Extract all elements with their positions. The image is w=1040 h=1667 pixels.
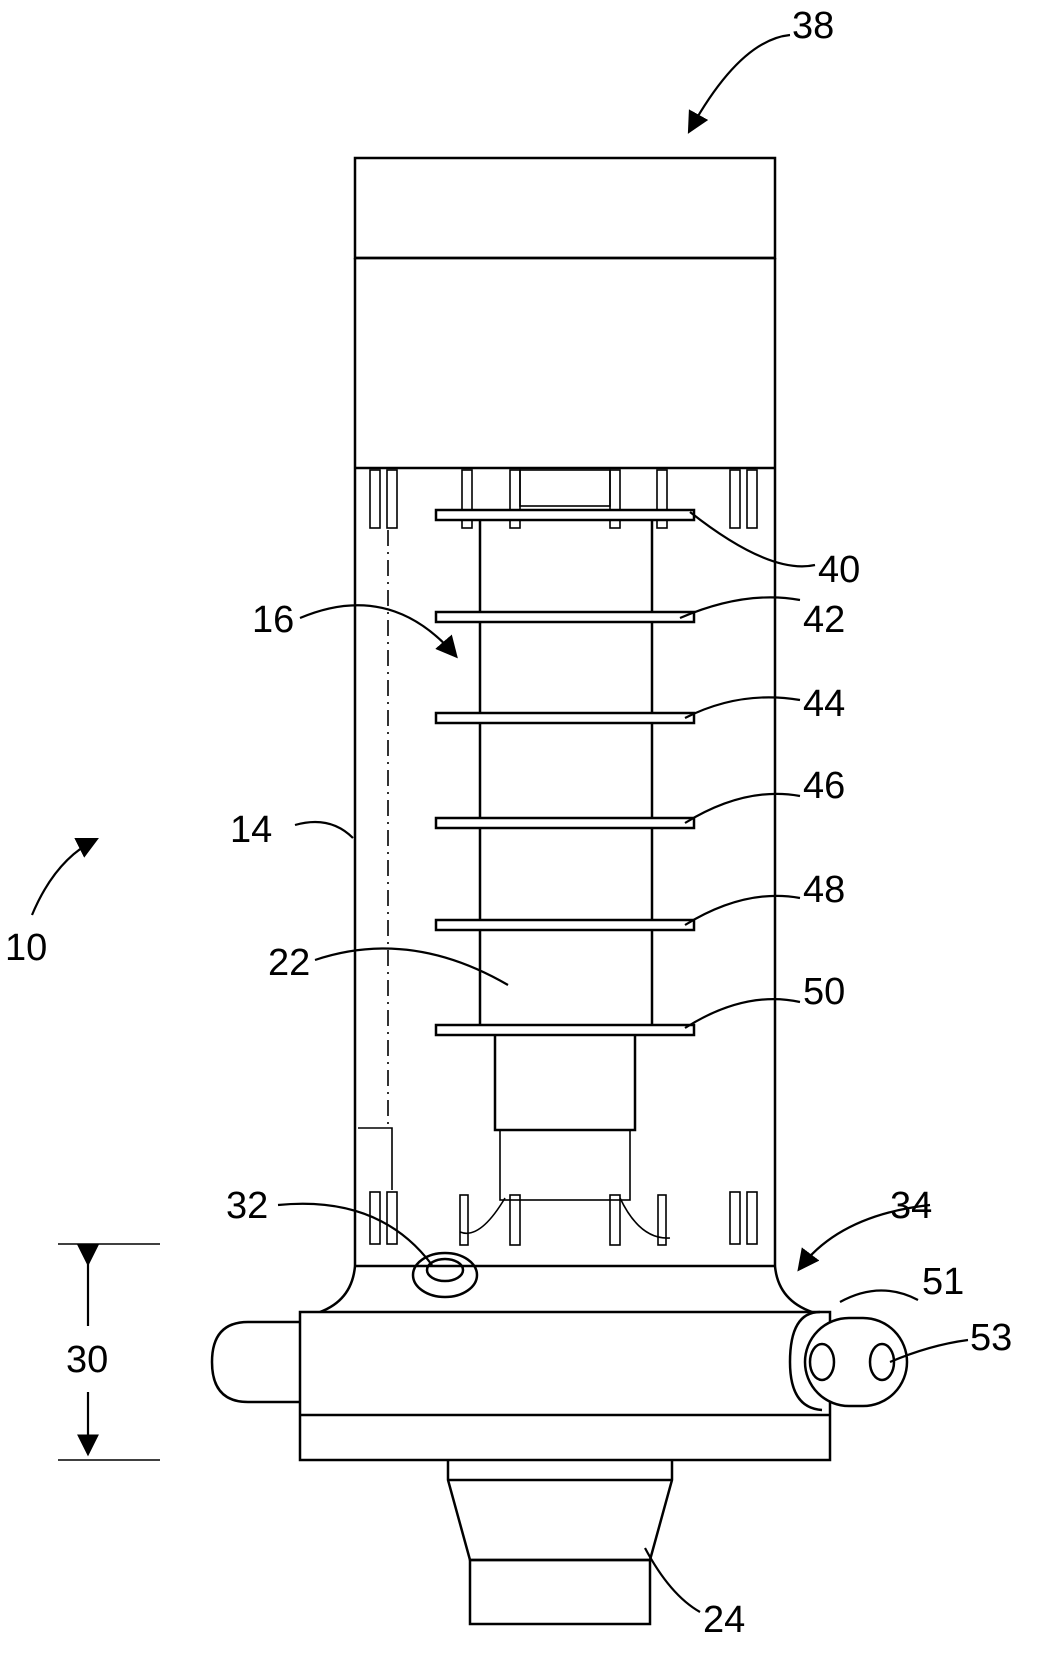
left-end-cap <box>210 1320 300 1404</box>
label-30: 30 <box>66 1339 108 1381</box>
right-link <box>788 1310 909 1412</box>
fins <box>434 508 696 1037</box>
label-48: 48 <box>803 869 845 911</box>
fin-46 <box>434 816 696 830</box>
upper-bolts <box>369 469 758 529</box>
item-32 <box>411 1251 479 1299</box>
label-44: 44 <box>803 683 845 725</box>
fin-48 <box>434 918 696 932</box>
label-38: 38 <box>792 5 834 47</box>
fin-50 <box>434 1023 696 1037</box>
label-46: 46 <box>803 765 845 807</box>
label-24: 24 <box>703 1599 745 1641</box>
base-block <box>298 1310 832 1462</box>
label-40: 40 <box>818 549 860 591</box>
label-42: 42 <box>803 599 845 641</box>
label-10: 10 <box>5 927 47 969</box>
label-53: 53 <box>970 1317 1012 1359</box>
label-34: 34 <box>890 1185 932 1227</box>
label-32: 32 <box>226 1185 268 1227</box>
base-flare-left <box>319 1265 357 1314</box>
label-14: 14 <box>230 809 272 851</box>
outlet-24 <box>446 1460 674 1626</box>
label-16: 16 <box>252 599 294 641</box>
lower-bolts <box>358 1127 758 1246</box>
label-50: 50 <box>803 971 845 1013</box>
top-cap <box>353 156 777 260</box>
fin-44 <box>434 711 696 725</box>
label-51: 51 <box>922 1261 964 1303</box>
dimension-30 <box>58 1243 160 1461</box>
fin-42 <box>434 610 696 624</box>
housing-body <box>353 258 777 1266</box>
base-flare-right <box>773 1265 813 1314</box>
leader-lines <box>30 33 969 1613</box>
fin-40 <box>434 508 696 522</box>
label-22: 22 <box>268 942 310 984</box>
